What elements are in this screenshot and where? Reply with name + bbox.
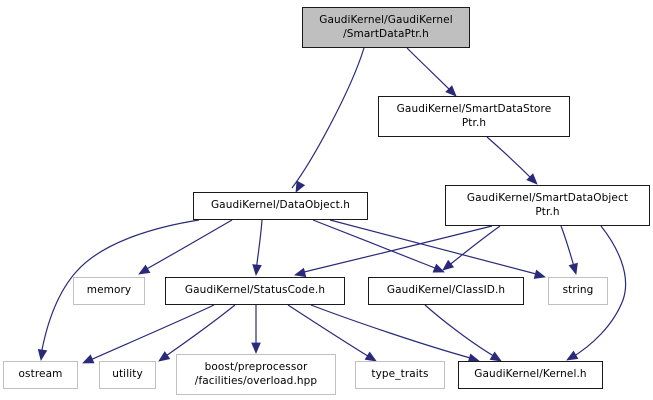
arrowhead: [489, 351, 502, 362]
arrowhead: [252, 264, 262, 277]
graph-node-string[interactable]: string: [548, 277, 608, 305]
graph-node-label: GaudiKernel/GaudiKernel /SmartDataPtr.h: [319, 14, 453, 40]
arrowhead: [442, 259, 455, 271]
arrowhead: [295, 180, 306, 193]
graph-node-classid[interactable]: GaudiKernel/ClassID.h: [368, 277, 524, 305]
arrowhead: [138, 264, 151, 275]
graph-node-label: GaudiKernel/DataObject.h: [210, 199, 351, 212]
arrowhead: [445, 85, 457, 97]
graph-node-label: GaudiKernel/SmartDataStore Ptr.h: [396, 103, 552, 129]
graph-node-label: string: [562, 284, 594, 297]
arrowhead: [566, 350, 579, 361]
graph-node-label: utility: [112, 368, 143, 381]
edge-smartdataptr-to-smartdatastoreptr: [406, 47, 457, 97]
graph-node-label: GaudiKernel/StatusCode.h: [184, 284, 326, 297]
graph-node-kernel[interactable]: GaudiKernel/Kernel.h: [458, 361, 603, 389]
arrowhead: [293, 267, 307, 278]
edge-statuscode-to-kernel: [310, 304, 480, 363]
arrowhead: [37, 349, 48, 362]
graph-node-smartdataptr[interactable]: GaudiKernel/GaudiKernel /SmartDataPtr.h: [302, 7, 470, 48]
edge-statuscode-to-type_traits: [287, 304, 377, 362]
graph-node-memory[interactable]: memory: [73, 277, 145, 305]
edge-dataobject-to-string: [329, 219, 546, 279]
arrowhead: [432, 263, 445, 273]
edge-dataobject-to-statuscode: [252, 219, 263, 277]
arrowhead: [526, 173, 538, 185]
graph-node-utility[interactable]: utility: [99, 361, 156, 389]
arrowhead: [82, 354, 95, 364]
edge-dataobject-to-memory: [138, 219, 233, 275]
edge-classid-to-kernel: [424, 304, 502, 362]
edge-dataobject-to-classid: [312, 219, 445, 273]
graph-node-ostream[interactable]: ostream: [3, 361, 78, 389]
graph-node-statuscode[interactable]: GaudiKernel/StatusCode.h: [165, 277, 345, 305]
graph-node-label: memory: [86, 284, 132, 297]
edge-smartdataobjectptr-to-string: [560, 225, 578, 275]
graph-node-type_traits[interactable]: type_traits: [355, 361, 445, 389]
graph-node-label: GaudiKernel/SmartDataObject Ptr.h: [466, 192, 629, 218]
edge-statuscode-to-boost_overload: [251, 304, 261, 355]
edge-smartdatastoreptr-to-smartdataobjectptr: [486, 136, 538, 185]
arrowhead: [158, 351, 171, 362]
edge-smartdataobjectptr-to-classid: [442, 225, 501, 271]
arrowhead: [364, 351, 377, 362]
edge-statuscode-to-utility: [158, 304, 236, 362]
arrowhead: [251, 342, 261, 355]
arrowhead: [568, 262, 578, 275]
graph-node-label: boost/preprocessor /facilities/overload.…: [194, 361, 318, 387]
graph-node-smartdataobjectptr[interactable]: GaudiKernel/SmartDataObject Ptr.h: [445, 185, 650, 226]
graph-node-smartdatastoreptr[interactable]: GaudiKernel/SmartDataStore Ptr.h: [378, 96, 570, 137]
graph-node-label: type_traits: [371, 368, 429, 381]
graph-node-label: ostream: [18, 368, 63, 381]
graph-node-label: GaudiKernel/ClassID.h: [386, 284, 506, 297]
edge-smartdataptr-to-dataobject: [291, 47, 365, 193]
arrowhead: [533, 269, 546, 279]
graph-node-dataobject[interactable]: GaudiKernel/DataObject.h: [193, 192, 368, 220]
graph-node-label: GaudiKernel/Kernel.h: [474, 368, 587, 381]
edge-smartdataobjectptr-to-statuscode: [293, 225, 493, 278]
graph-node-boost_overload[interactable]: boost/preprocessor /facilities/overload.…: [176, 354, 336, 395]
